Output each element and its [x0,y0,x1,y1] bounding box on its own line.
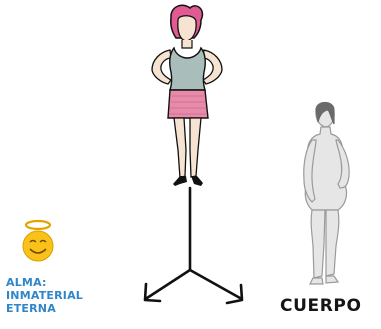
halo [26,221,50,229]
silhouette-right-leg [326,210,339,276]
woman-top [170,48,205,90]
woman-right-arm [203,50,222,84]
angel-smiley-icon [23,221,53,261]
fork-branch-left [147,270,190,298]
woman-left-shoe [173,176,187,186]
soul-label: ALMA: INMATERIAL ETERNA [6,276,126,315]
silhouette-left-leg [311,210,325,278]
body-label: CUERPO [280,296,362,316]
soul-label-line-3: ETERNA [6,302,126,315]
woman-figure [152,5,222,186]
soul-label-line-2: INMATERIAL [6,289,126,302]
soul-label-line-1: ALMA: [6,276,126,289]
fork-branch-right [190,270,240,298]
woman-right-leg [190,118,201,177]
woman-left-leg [174,118,186,178]
woman-left-arm [152,50,171,84]
fork-arrow [145,188,242,303]
woman-right-shoe [191,176,203,186]
body-silhouette [304,103,349,285]
smiley-face [23,231,53,261]
woman-neck [182,40,192,48]
